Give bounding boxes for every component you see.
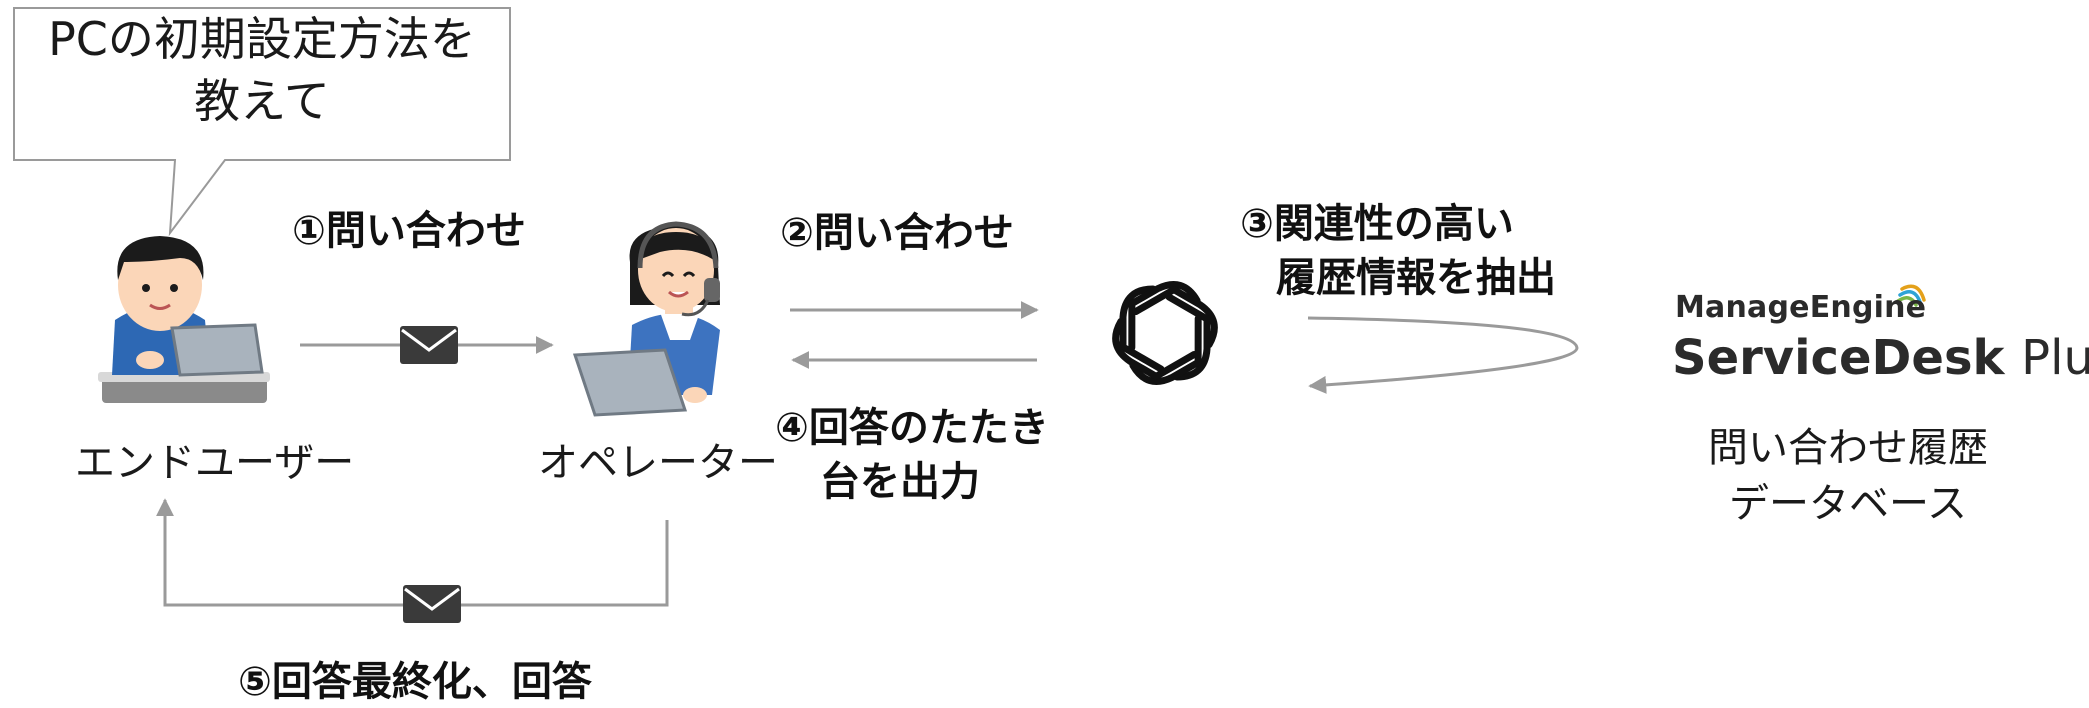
servicedesk-plus-logo: ServiceDesk Plus: [1672, 330, 2089, 386]
database-line-2: データベース: [1729, 481, 1967, 527]
speech-bubble: [13, 7, 511, 237]
step-1-label: ①問い合わせ: [292, 208, 526, 254]
product-name: ServiceDesk: [1672, 330, 2005, 386]
product-edition: Plus: [2021, 330, 2089, 386]
bubble-line-2: 教えて: [194, 74, 330, 128]
manageengine-brand: ManageEngine: [1675, 290, 1927, 325]
end-user-label: エンドユーザー: [75, 440, 355, 486]
database-label: 問い合わせ履歴 データベース: [1658, 420, 2038, 532]
step-5-label: ⑤回答最終化、回答: [238, 659, 592, 705]
openai-knot-icon: [1112, 281, 1218, 385]
end-user-illustration: [98, 236, 270, 403]
envelope-icon: [400, 326, 458, 364]
manageengine-logo-swoosh: [1896, 284, 1926, 307]
step-3-label-line1: ③関連性の高い: [1240, 201, 1514, 247]
database-line-1: 問い合わせ履歴: [1708, 425, 1988, 471]
bubble-line-1: PCの初期設定方法を: [48, 12, 476, 66]
step-3-label-line2: 履歴情報を抽出: [1276, 255, 1556, 301]
operator-illustration: [572, 221, 720, 417]
step-2-label: ②問い合わせ: [780, 210, 1014, 256]
step-4-label-line1: ④回答のたたき: [775, 405, 1049, 451]
step-4-label-line2: 台を出力: [820, 459, 980, 505]
operator-label: オペレーター: [538, 440, 778, 486]
envelope-icon: [403, 585, 461, 623]
arrow-ai-database-loop: [1307, 316, 1579, 394]
